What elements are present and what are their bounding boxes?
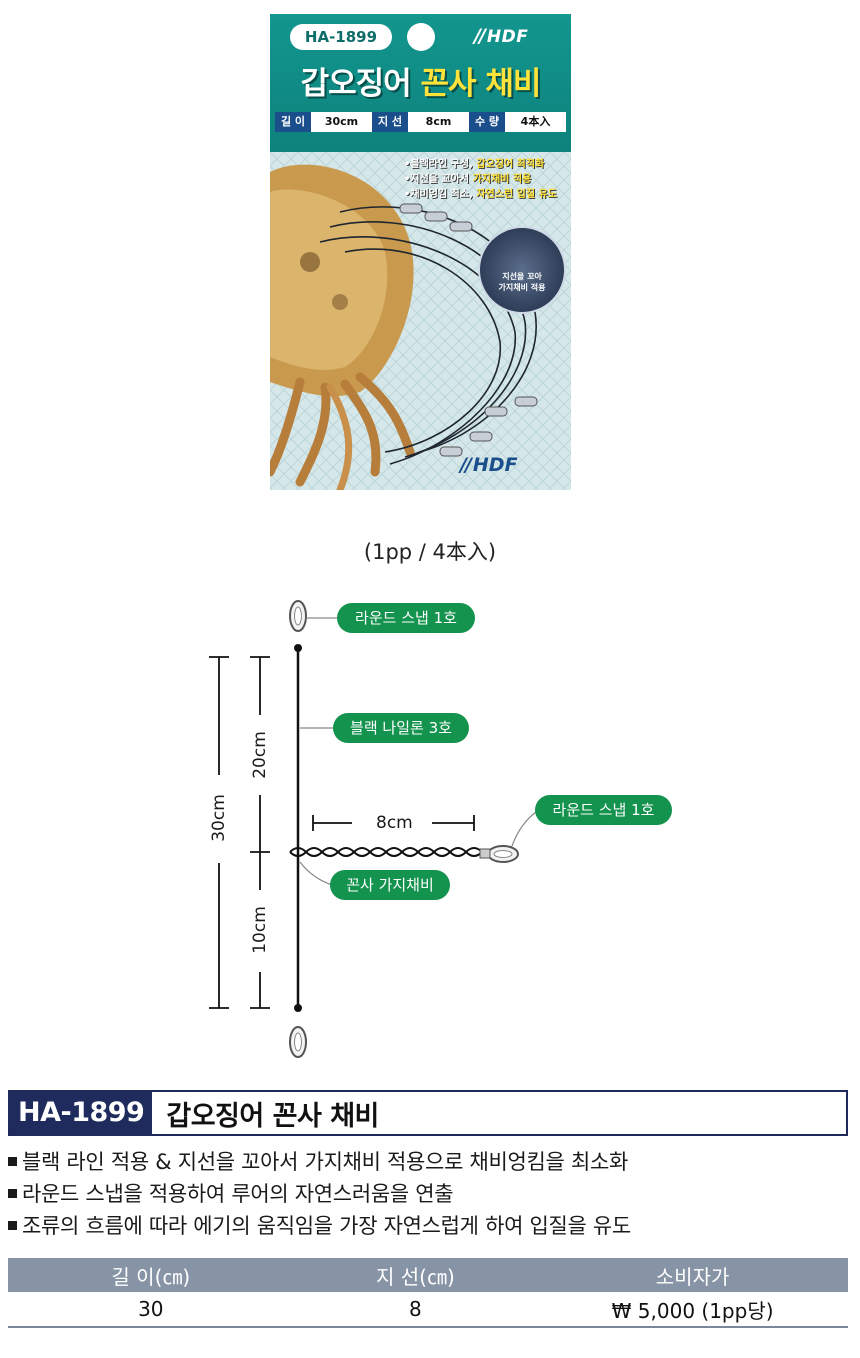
dimension-branch-label: 8cm [376, 813, 413, 833]
rig-diagram: 라운드 스냅 1호 블랙 나일론 3호 라운드 스냅 1호 꼰사 가지채비 8c… [0, 580, 860, 1080]
package-brand-logo: //HDF [474, 25, 529, 47]
label-branch-snap: 라운드 스냅 1호 [535, 795, 672, 825]
cell-length: 30 [8, 1292, 294, 1328]
dimension-branch [312, 815, 475, 831]
detail-bubble-text: 지선을 꼬아 가지채비 적용 [498, 272, 546, 292]
cell-branch: 8 [293, 1292, 538, 1328]
package-title: 갑오징어 꼰사 채비 [300, 66, 542, 102]
product-name: 갑오징어 꼰사 채비 [166, 1100, 379, 1132]
top-snap-icon [289, 600, 307, 632]
dimension-lower [250, 852, 270, 1009]
quantity-caption: (1pp / 4本入) [363, 540, 497, 564]
cuttlefish-illustration [270, 164, 415, 490]
product-code: HA-1899 [10, 1092, 153, 1134]
twisted-branch-line [289, 847, 483, 857]
label-top-snap: 라운드 스냅 1호 [337, 603, 475, 633]
spec-table-header: 길 이(㎝) 지 선(㎝) 소비자가 [8, 1258, 848, 1292]
hang-hole [407, 23, 435, 51]
package-model-code: HA-1899 [290, 24, 392, 50]
package-header-band: HA-1899 //HDF 갑오징어 꼰사 채비 길 이 30cm 지 선 8c… [270, 14, 571, 152]
header-branch: 지 선(㎝) [293, 1258, 538, 1292]
cell-price: ₩ 5,000 (1pp당) [537, 1292, 848, 1328]
callout-leaders [299, 617, 537, 886]
bottom-snap-icon [289, 1026, 307, 1058]
rig-snaps [399, 203, 538, 457]
dimension-total-label: 30cm [209, 794, 229, 842]
product-title-bar: HA-1899 갑오징어 꼰사 채비 [8, 1090, 848, 1136]
dimension-upper-label: 20cm [250, 731, 270, 779]
feature-item: 조류의 흐름에 따라 에기의 움직임을 가장 자연스럽게 하여 입질을 유도 [8, 1210, 858, 1242]
feature-list: 블랙 라인 적용 & 지선을 꼬아서 가지채비 적용으로 채비엉킴을 최소화 라… [8, 1146, 858, 1242]
feature-item: 블랙 라인 적용 & 지선을 꼬아서 가지채비 적용으로 채비엉킴을 최소화 [8, 1146, 858, 1178]
detail-bubble [478, 226, 566, 314]
dimension-total [209, 656, 229, 1009]
label-main-line: 블랙 나일론 3호 [333, 713, 469, 743]
product-package-image: HA-1899 //HDF 갑오징어 꼰사 채비 길 이 30cm 지 선 8c… [270, 14, 571, 490]
header-price: 소비자가 [537, 1258, 848, 1292]
table-row: 30 8 ₩ 5,000 (1pp당) [8, 1292, 848, 1328]
package-feature-list: •블랙라인 구성, 갑오징어 최적화 •지선을 꼬아서 가지채비 적용 •채비엉… [404, 159, 557, 200]
feature-item: 라운드 스냅을 적용하여 루어의 자연스러움을 연출 [8, 1178, 858, 1210]
label-twisted-branch: 꼰사 가지채비 [330, 870, 450, 900]
rig-diagram-lines [209, 600, 537, 1058]
package-bottom-logo: //HDF [460, 454, 518, 476]
branch-snap-icon [479, 845, 519, 863]
package-product-photo [270, 152, 571, 490]
header-length: 길 이(㎝) [8, 1258, 294, 1292]
package-spec-strip: 길 이 30cm 지 선 8cm 수 량 4本入 [275, 112, 566, 132]
spec-table: 길 이(㎝) 지 선(㎝) 소비자가 30 8 ₩ 5,000 (1pp당) [8, 1258, 848, 1328]
dimension-lower-label: 10cm [250, 906, 270, 954]
